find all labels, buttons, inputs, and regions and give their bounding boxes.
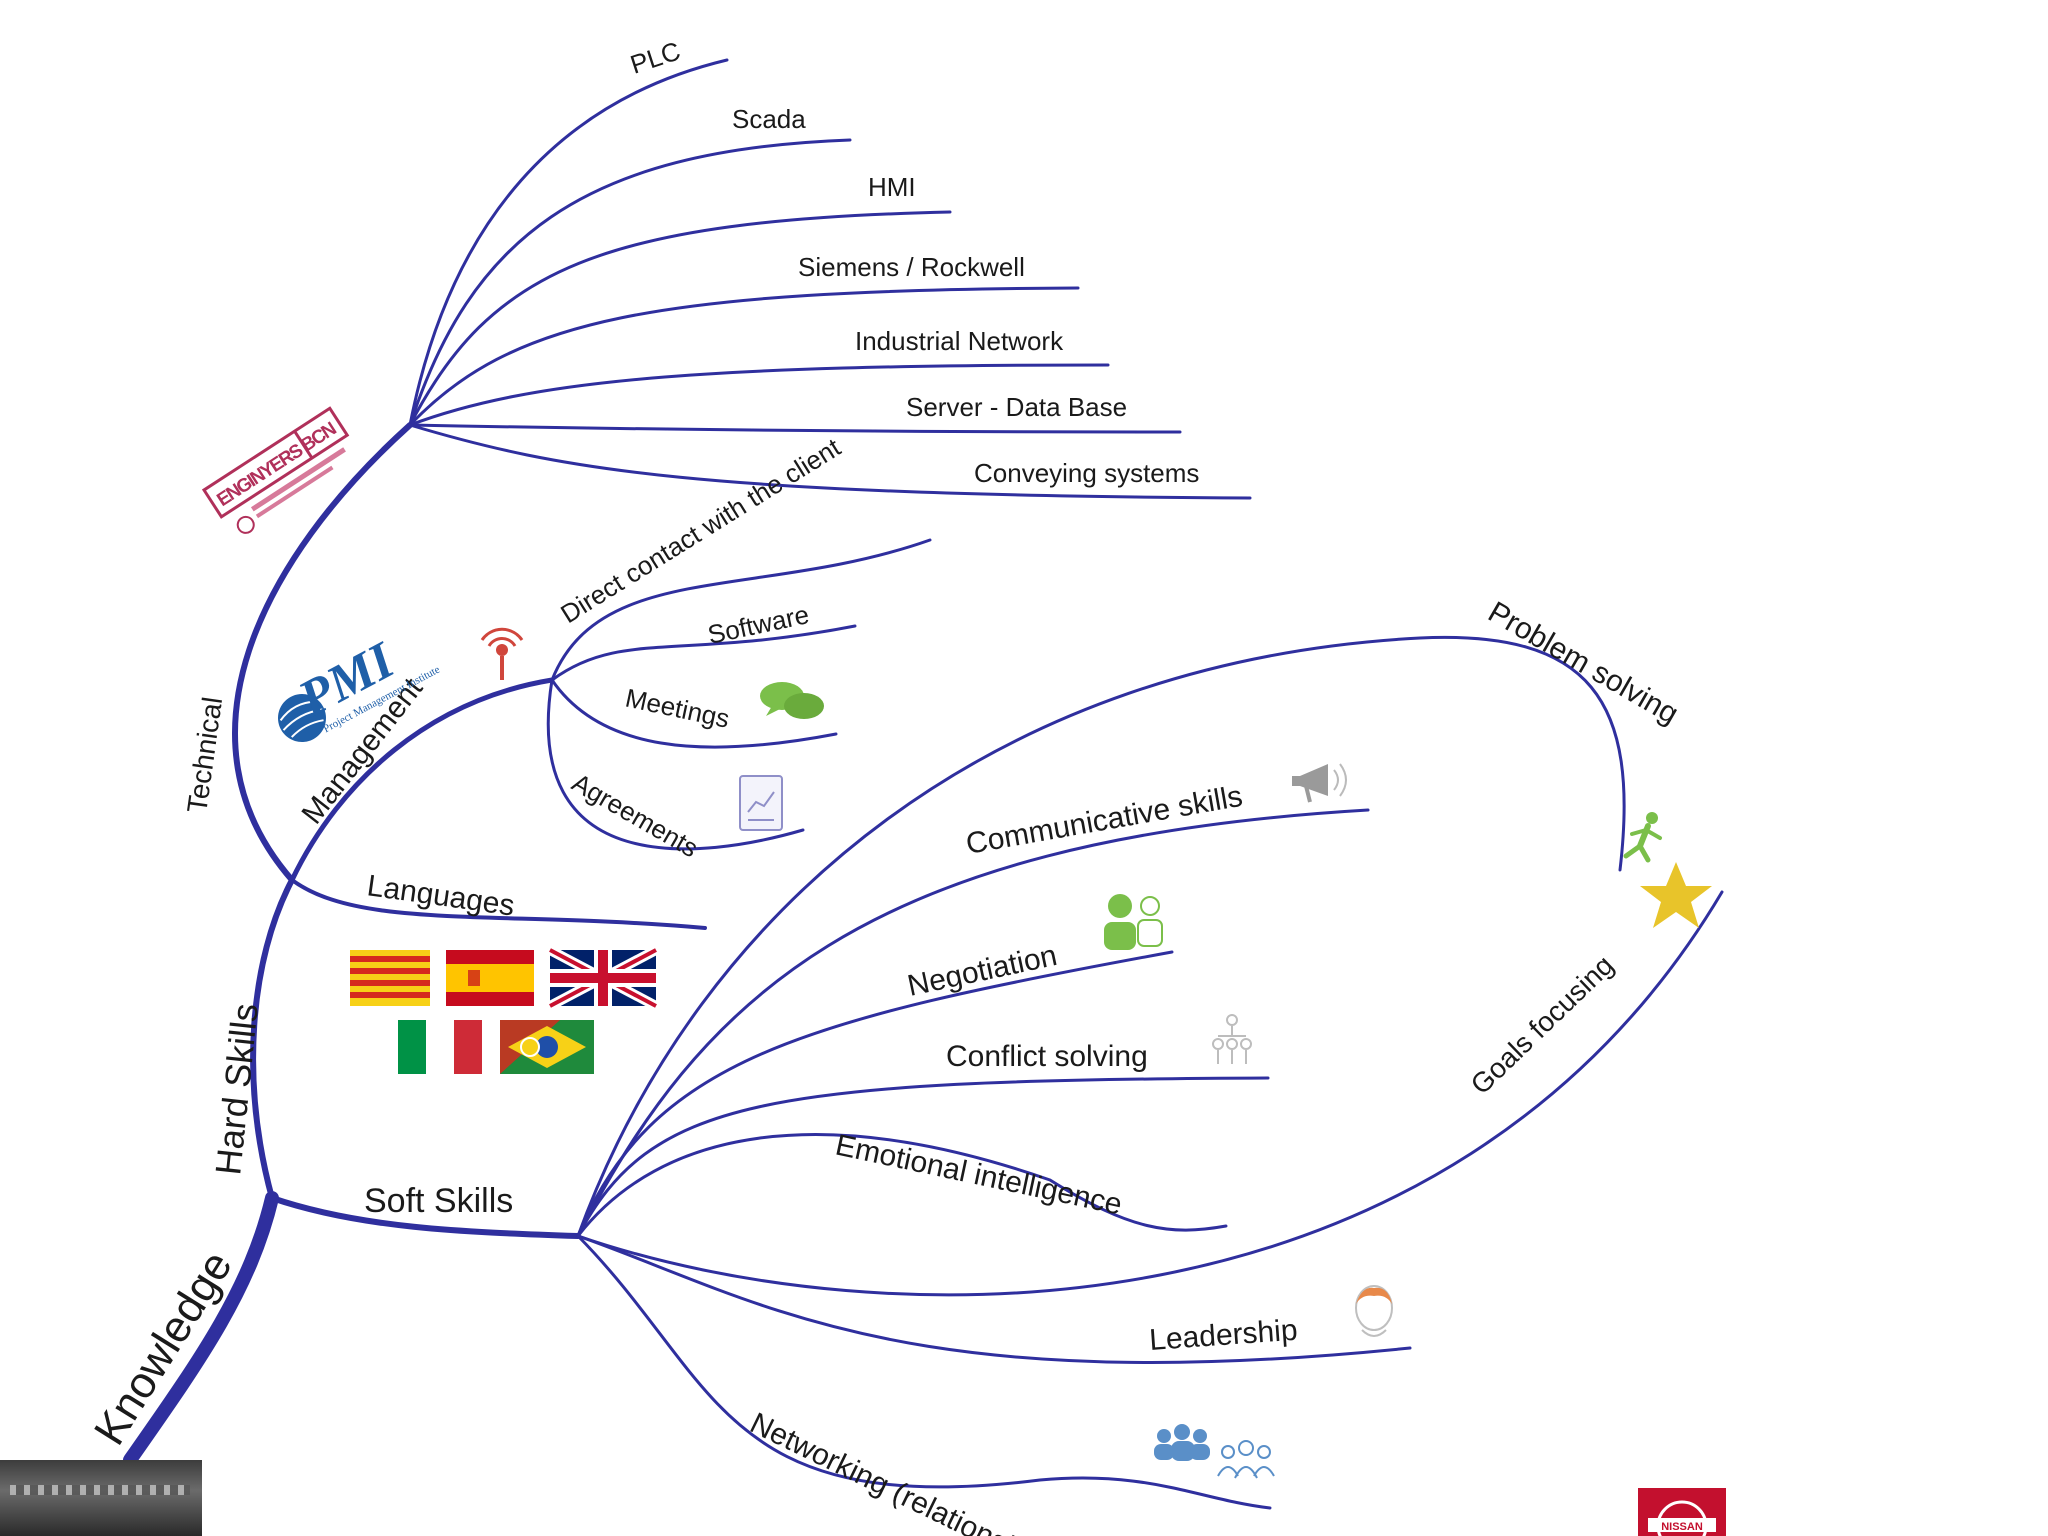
nissan-logo-text: NISSAN xyxy=(1661,1521,1703,1533)
server-label: Server - Data Base xyxy=(906,392,1127,422)
leadership-branch xyxy=(576,1234,1412,1364)
emotional-branch xyxy=(576,1133,1228,1238)
people-group-icon xyxy=(1154,1424,1210,1461)
emotional-label: Emotional intelligence xyxy=(833,1129,1125,1222)
plc-label: PLC xyxy=(627,36,684,80)
software-branch xyxy=(550,624,857,682)
hard-skills-label: Hard Skills xyxy=(207,1001,266,1176)
goals-focusing-branch xyxy=(576,890,1724,1297)
negotiation-label: Negotiation xyxy=(905,939,1060,1003)
communicative-label: Communicative skills xyxy=(963,780,1245,861)
uk-flag-icon xyxy=(547,945,659,1011)
communicative-branch xyxy=(576,808,1370,1238)
scada-branch xyxy=(408,138,852,427)
broadcast-icon xyxy=(480,627,524,680)
star-icon xyxy=(1640,862,1712,928)
spain-flag-icon xyxy=(446,950,534,1006)
corner-photo-thumbnail xyxy=(0,1460,202,1536)
enginyers-bcn-logo: ENGINYERS BCN xyxy=(201,406,350,534)
hmi-label: HMI xyxy=(868,172,916,202)
conveying-label: Conveying systems xyxy=(974,458,1199,488)
nissan-logo: NISSAN xyxy=(1638,1488,1726,1536)
languages-branch xyxy=(290,878,707,930)
network-label: Industrial Network xyxy=(855,326,1064,356)
leader-head-icon xyxy=(1355,1285,1393,1337)
soft-skills-label: Soft Skills xyxy=(364,1182,513,1220)
agreements-branch xyxy=(546,678,805,851)
siemens-branch xyxy=(408,286,1080,427)
leadership-label: Leadership xyxy=(1148,1314,1298,1357)
document-chart-icon xyxy=(739,775,783,831)
networking-label: Networking (relationships) xyxy=(745,1407,1071,1536)
knowledge-trunk xyxy=(123,1191,279,1467)
meetings-label: Meetings xyxy=(623,683,732,734)
running-man-icon xyxy=(1623,812,1662,863)
conflict-label: Conflict solving xyxy=(946,1040,1148,1073)
conveying-branch xyxy=(408,423,1252,500)
networking-branch xyxy=(576,1234,1272,1510)
technical-branch xyxy=(232,422,413,883)
hard-skills-branch xyxy=(250,877,295,1201)
soft-skills-branch xyxy=(269,1195,581,1239)
management-branch xyxy=(289,677,555,883)
people-outline-icon xyxy=(1217,1440,1275,1479)
siemens-label: Siemens / Rockwell xyxy=(798,252,1025,282)
plc-branch xyxy=(408,58,729,427)
problem-solving-label: Problem solving xyxy=(1483,595,1684,730)
network-branch xyxy=(408,363,1110,427)
agreements-label: Agreements xyxy=(567,767,703,863)
negotiation-people-icon xyxy=(1104,894,1163,950)
problem-solving-branch xyxy=(576,635,1626,1238)
meetings-branch xyxy=(550,678,838,749)
group-structure-icon xyxy=(1212,1014,1252,1064)
conflict-branch xyxy=(576,1076,1270,1238)
portugal-brazil-flag-icon xyxy=(500,1020,594,1074)
chat-bubbles-icon xyxy=(760,682,824,719)
megaphone-icon xyxy=(1292,763,1347,803)
negotiation-branch xyxy=(576,950,1174,1238)
server-branch xyxy=(408,423,1182,434)
software-label: Software xyxy=(705,599,812,650)
technical-label: Technical xyxy=(181,695,228,815)
client-branch xyxy=(550,538,932,682)
catalonia-flag-icon xyxy=(350,950,430,1006)
hmi-branch xyxy=(408,210,952,427)
scada-label: Scada xyxy=(732,104,806,134)
goals-focusing-label: Goals focusing xyxy=(1465,949,1620,1100)
italy-flag-icon xyxy=(398,1020,482,1074)
